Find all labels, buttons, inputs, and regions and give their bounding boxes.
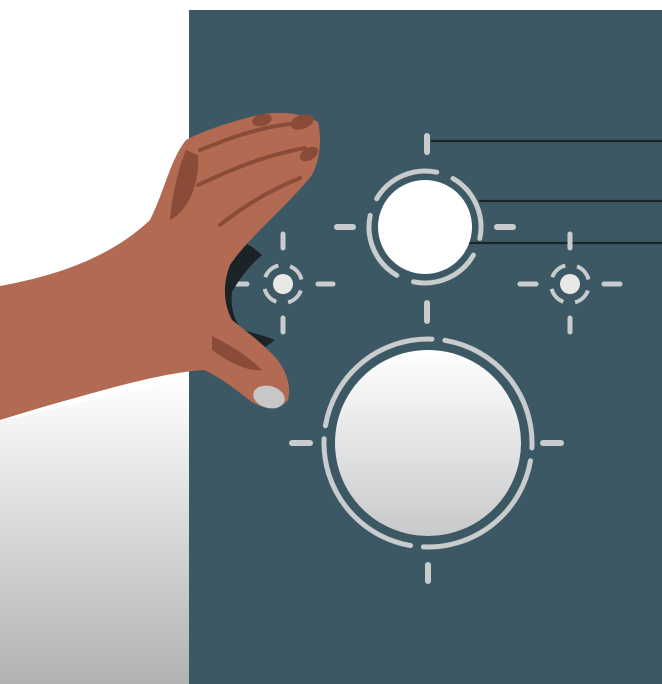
large-button-face [335,350,521,536]
sleeve [0,378,189,684]
indicator-right-dot [560,274,580,294]
small-button-face [378,180,472,274]
indicator-left-dot [273,274,293,294]
